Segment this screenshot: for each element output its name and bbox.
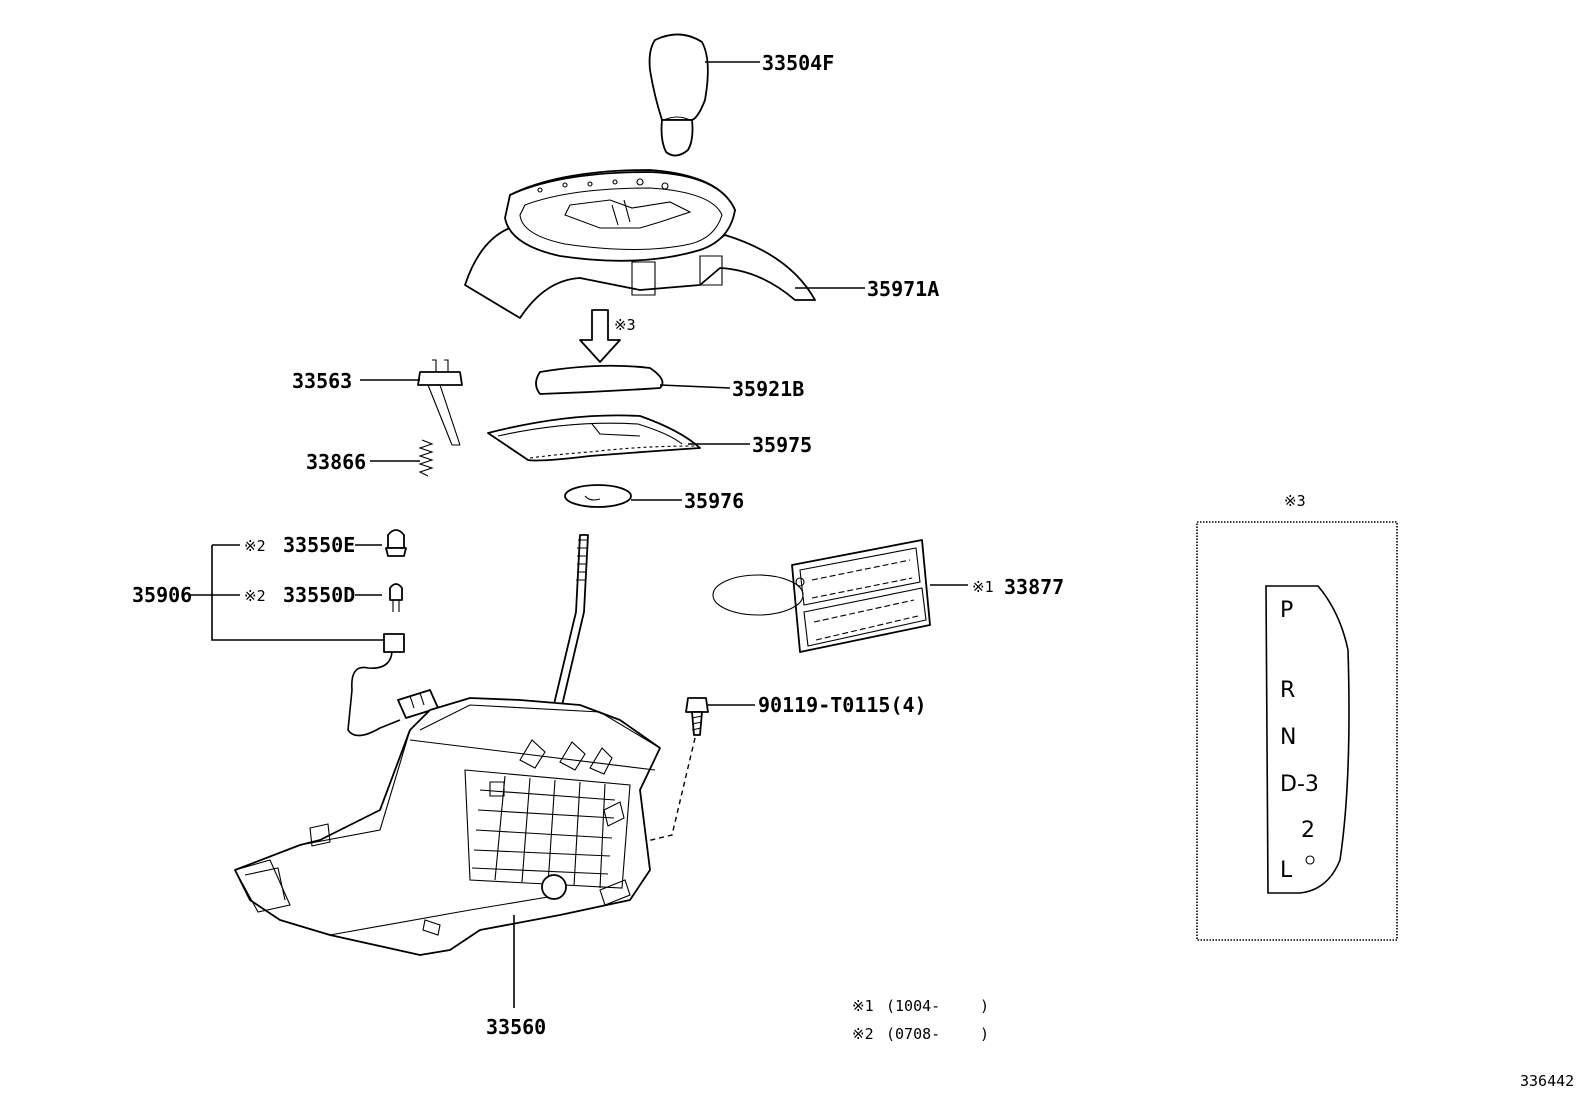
indicator-plate-part[interactable] (564, 484, 632, 508)
shift-lever-assembly-part[interactable] (234, 697, 661, 956)
note-1-mark: ※1 (852, 997, 874, 1015)
indicator-housing-part[interactable] (464, 169, 816, 319)
label-bulb-d[interactable]: 33550D (283, 583, 355, 607)
gear-n: N (1280, 725, 1296, 750)
gate-indicator-plate (1265, 585, 1350, 894)
gear-d3: D-3 (1280, 772, 1319, 797)
bulb-d-note-mark: ※2 (244, 587, 266, 605)
bolt-part[interactable] (685, 697, 709, 736)
label-spring[interactable]: 33866 (306, 450, 366, 474)
note-1-close: ) (980, 997, 989, 1015)
gear-r: R (1280, 678, 1295, 703)
spring-part[interactable] (418, 439, 434, 477)
note-2-close: ) (980, 1025, 989, 1043)
label-lock-pin[interactable]: 33563 (292, 369, 352, 393)
gear-2: 2 (1301, 818, 1315, 843)
caution-label-part[interactable] (712, 539, 931, 653)
label-shift-knob[interactable]: 33504F (762, 51, 834, 75)
label-bolt[interactable]: 90119-T0115(4) (758, 693, 927, 717)
bulb-e-note-mark: ※2 (244, 537, 266, 555)
arrow-note-mark: ※3 (614, 316, 636, 334)
label-socket-wire[interactable]: 35906 (132, 583, 192, 607)
shift-knob-part[interactable] (648, 33, 709, 157)
gear-dot-icon (1305, 855, 1315, 865)
note-2-mark: ※2 (852, 1025, 874, 1043)
socket-wire-part[interactable] (347, 633, 439, 737)
gear-p: P (1280, 598, 1293, 623)
label-note-mark: ※1 (972, 578, 994, 596)
dust-cover-part[interactable] (487, 414, 701, 462)
label-dust-cover[interactable]: 35975 (752, 433, 812, 457)
bulb-d-part[interactable] (389, 583, 403, 612)
gear-l: L (1280, 858, 1293, 883)
bulb-e-part[interactable] (385, 529, 407, 557)
label-slide-cover[interactable]: 35921B (732, 377, 804, 401)
inset-title: ※3 (1284, 492, 1306, 510)
inset-box (1196, 521, 1398, 941)
label-indicator-housing[interactable]: 35971A (867, 277, 939, 301)
label-caution-label[interactable]: 33877 (1004, 575, 1064, 599)
label-bulb-e[interactable]: 33550E (283, 533, 355, 557)
label-shift-lever-assembly[interactable]: 33560 (486, 1015, 546, 1039)
lock-pin-part[interactable] (417, 359, 463, 446)
note-1-text: (1004- (886, 997, 940, 1015)
note-2-text: (0708- (886, 1025, 940, 1043)
down-arrow-icon (579, 309, 621, 363)
diagram-id: 336442 (1520, 1072, 1574, 1090)
label-indicator-plate[interactable]: 35976 (684, 489, 744, 513)
slide-cover-part[interactable] (535, 364, 664, 395)
